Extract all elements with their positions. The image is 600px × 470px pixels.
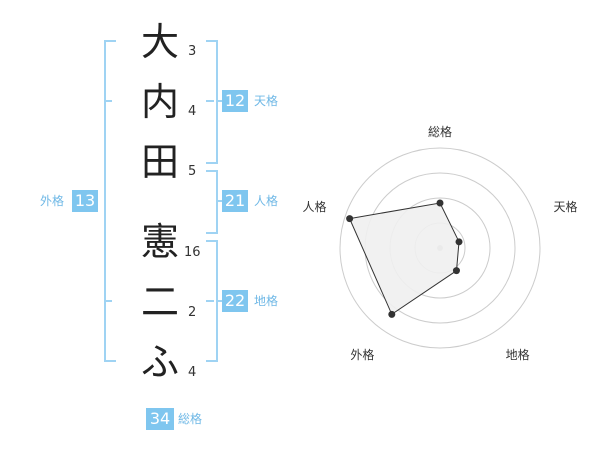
name-char-5: 二 bbox=[140, 280, 179, 324]
radar-axis-label-2: 地格 bbox=[506, 347, 530, 362]
bracket-tick bbox=[206, 300, 214, 302]
stroke-count-3: 5 bbox=[188, 164, 197, 179]
stroke-count-4: 16 bbox=[184, 245, 201, 260]
stroke-count-5: 2 bbox=[188, 305, 197, 320]
bracket-tick bbox=[104, 300, 112, 302]
tenkaku-value-badge: 12 bbox=[222, 90, 248, 112]
radar-point-3 bbox=[388, 310, 396, 318]
soukaku-label: 総格 bbox=[178, 412, 203, 426]
radar-points bbox=[346, 199, 463, 318]
jinkaku-label: 人格 bbox=[254, 194, 279, 208]
jinkaku-connector bbox=[216, 200, 222, 202]
radar-data-area bbox=[348, 202, 460, 316]
stroke-count-1: 3 bbox=[188, 44, 197, 59]
gaikaku-value-badge: 13 bbox=[72, 190, 98, 212]
radar-axis-label-0: 総格 bbox=[428, 124, 452, 139]
gaikaku-bracket bbox=[104, 40, 116, 362]
stroke-count-2: 4 bbox=[188, 104, 197, 119]
radar-axis-label-1: 天格 bbox=[553, 199, 577, 214]
jinkaku-value-badge: 21 bbox=[222, 190, 248, 212]
jinkaku-bracket bbox=[206, 170, 218, 234]
tenkaku-label: 天格 bbox=[254, 94, 279, 108]
name-char-6: ふ bbox=[140, 340, 179, 384]
name-char-4: 憲 bbox=[140, 220, 179, 264]
stroke-count-6: 4 bbox=[188, 365, 197, 380]
bracket-tick bbox=[104, 100, 112, 102]
chikaku-connector bbox=[216, 300, 222, 302]
gaikaku-label: 外格 bbox=[40, 194, 65, 208]
soukaku-value-badge: 34 bbox=[146, 408, 174, 430]
bracket-tick bbox=[206, 100, 214, 102]
radar-point-2 bbox=[452, 267, 460, 275]
name-char-2: 内 bbox=[140, 80, 179, 124]
radar-ring-4 bbox=[339, 147, 541, 349]
tenkaku-connector bbox=[216, 100, 222, 102]
radar-point-1 bbox=[455, 238, 463, 246]
name-char-3: 田 bbox=[140, 140, 179, 184]
radar-axis-label-4: 人格 bbox=[302, 199, 326, 214]
radar-point-0 bbox=[436, 199, 444, 207]
name-char-1: 大 bbox=[140, 20, 179, 64]
tenkaku-bracket bbox=[206, 40, 218, 164]
radar-axis-label-3: 外格 bbox=[350, 347, 374, 362]
chikaku-label: 地格 bbox=[254, 294, 279, 308]
chikaku-value-badge: 22 bbox=[222, 290, 248, 312]
radar-point-4 bbox=[346, 215, 354, 223]
